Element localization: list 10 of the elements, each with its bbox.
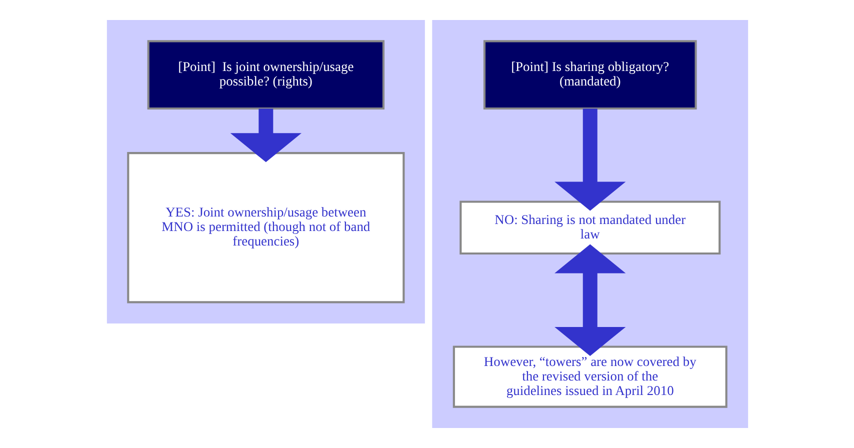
arrow — [230, 108, 301, 162]
cluster — [432, 20, 748, 428]
node-box: [Point] Is sharing obligatory? (mandated) — [482, 40, 696, 110]
node-box: [Point] Is joint ownership/usage possible? (rights) — [146, 40, 384, 110]
arrow — [554, 108, 626, 211]
node-box: NO: Sharing is not mandated under law — [459, 200, 720, 255]
node-box: However, “towers” are now covered by the revised version of the guidelines issued in April 2010 — [452, 346, 727, 408]
cluster — [106, 20, 424, 324]
node-box: YES: Joint ownership/usage between MNO is permitted (though not of band frequencies) — [126, 152, 404, 304]
arrow — [554, 244, 626, 356]
